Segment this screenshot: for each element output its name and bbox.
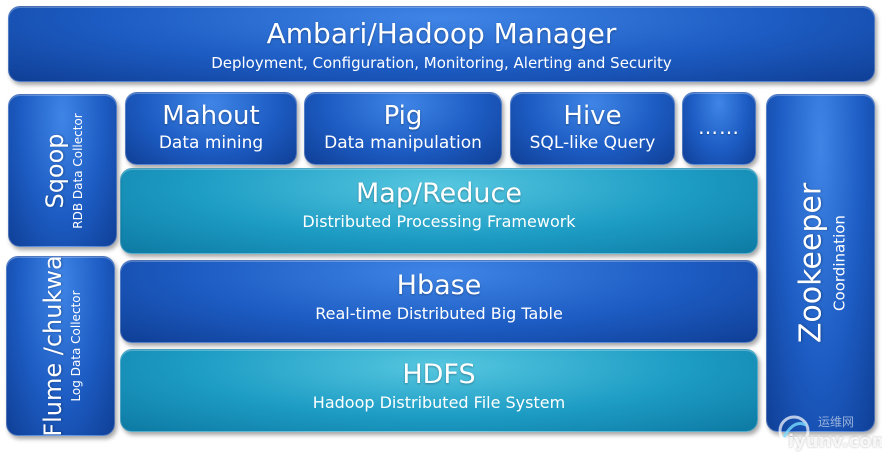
watermark: 运维网 iyunv.com [770, 405, 882, 455]
pig-subtitle: Data manipulation [324, 133, 482, 153]
flume-subtitle: Log Data Collector [68, 290, 83, 402]
watermark-text: iyunv.com [788, 431, 882, 452]
sqoop-title: Sqoop [40, 132, 69, 209]
ambari-manager-subtitle: Deployment, Configuration, Monitoring, A… [211, 54, 672, 72]
sqoop-subtitle: RDB Data Collector [70, 112, 85, 229]
hdfs-subtitle: Hadoop Distributed File System [312, 393, 566, 412]
sqoop-box: Sqoop RDB Data Collector [8, 94, 117, 247]
mahout-box: Mahout Data mining [125, 92, 297, 165]
hdfs-layer: HDFS Hadoop Distributed File System [120, 349, 758, 432]
zookeeper-subtitle: Coordination [830, 215, 848, 311]
mahout-title: Mahout [162, 101, 260, 131]
more-tools-box: …… [682, 92, 756, 165]
hbase-title: Hbase [396, 270, 482, 301]
pig-box: Pig Data manipulation [304, 92, 502, 165]
mahout-subtitle: Data mining [158, 133, 264, 153]
hive-title: Hive [563, 101, 622, 131]
hive-box: Hive SQL-like Query [510, 92, 675, 165]
zookeeper-box: Zookeeper Coordination [766, 94, 875, 432]
zookeeper-label-group: Zookeeper Coordination [793, 183, 848, 343]
ambari-manager-box: Ambari/Hadoop Manager Deployment, Config… [8, 6, 875, 82]
sqoop-label-group: Sqoop RDB Data Collector [41, 113, 85, 228]
pig-title: Pig [383, 101, 423, 131]
flume-title: Flume /chukwa [38, 256, 67, 436]
hbase-subtitle: Real-time Distributed Big Table [315, 304, 563, 323]
hbase-layer: Hbase Real-time Distributed Big Table [120, 260, 758, 343]
more-tools-ellipsis: …… [698, 115, 740, 139]
hdfs-title: HDFS [402, 359, 476, 390]
mapreduce-subtitle: Distributed Processing Framework [302, 212, 576, 231]
mapreduce-title: Map/Reduce [356, 178, 522, 209]
flume-chukwa-box: Flume /chukwa Log Data Collector [6, 256, 115, 436]
mapreduce-layer: Map/Reduce Distributed Processing Framew… [120, 168, 758, 254]
watermark-text-cn: 运维网 [818, 415, 855, 429]
watermark-logo-icon [778, 415, 810, 447]
zookeeper-title: Zookeeper [793, 182, 828, 344]
ambari-manager-title: Ambari/Hadoop Manager [266, 17, 617, 50]
flume-label-group: Flume /chukwa Log Data Collector [38, 256, 83, 436]
hive-subtitle: SQL-like Query [529, 133, 656, 153]
